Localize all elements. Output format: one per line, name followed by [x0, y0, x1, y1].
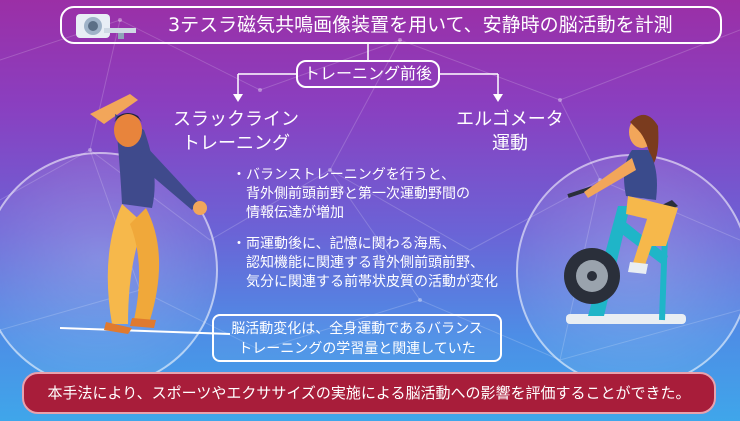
session-label-box: トレーニング前後 — [296, 60, 440, 88]
slackline-label: スラックライン トレーニング — [173, 109, 299, 154]
ergometer-label: エルゴメータ 運動 — [456, 109, 564, 154]
bullet-text: 両運動後に、記憶に関わる海馬、 認知機能に関連する背外側前頭前野、 気分に関連す… — [246, 236, 498, 290]
conclusion-text: 本手法により、スポーツやエクササイズの実施による脳活動への影響を評価することがで… — [47, 384, 691, 402]
exercise-bike-illustration — [564, 114, 686, 324]
title-banner: 3テスラ磁気共鳴画像装置を用いて、安静時の脳活動を計測 — [60, 6, 722, 44]
finding-box: 脳活動変化は、全身運動であるバランス トレーニングの学習量と関連していた — [212, 314, 502, 362]
title-text: 3テスラ磁気共鳴画像装置を用いて、安静時の脳活動を計測 — [168, 14, 673, 36]
mri-scanner-icon — [76, 14, 136, 39]
list-item: ・ 両運動後に、記憶に関わる海馬、 認知機能に関連する背外側前頭前野、 気分に関… — [232, 235, 532, 292]
session-label: トレーニング前後 — [303, 64, 432, 83]
bullet-marker: ・ — [232, 167, 246, 183]
bullet-marker: ・ — [232, 236, 246, 252]
findings-list: ・ バランストレーニングを行うと、 背外側前頭前野と第一次運動野間の 情報伝達が… — [232, 166, 532, 304]
slackline-person-illustration — [60, 94, 230, 335]
finding-text: 脳活動変化は、全身運動であるバランス トレーニングの学習量と関連していた — [231, 321, 483, 357]
bullet-text: バランストレーニングを行うと、 背外側前頭前野と第一次運動野間の 情報伝達が増加 — [246, 167, 470, 221]
list-item: ・ バランストレーニングを行うと、 背外側前頭前野と第一次運動野間の 情報伝達が… — [232, 166, 532, 223]
conclusion-banner: 本手法により、スポーツやエクササイズの実施による脳活動への影響を評価することがで… — [22, 372, 716, 414]
